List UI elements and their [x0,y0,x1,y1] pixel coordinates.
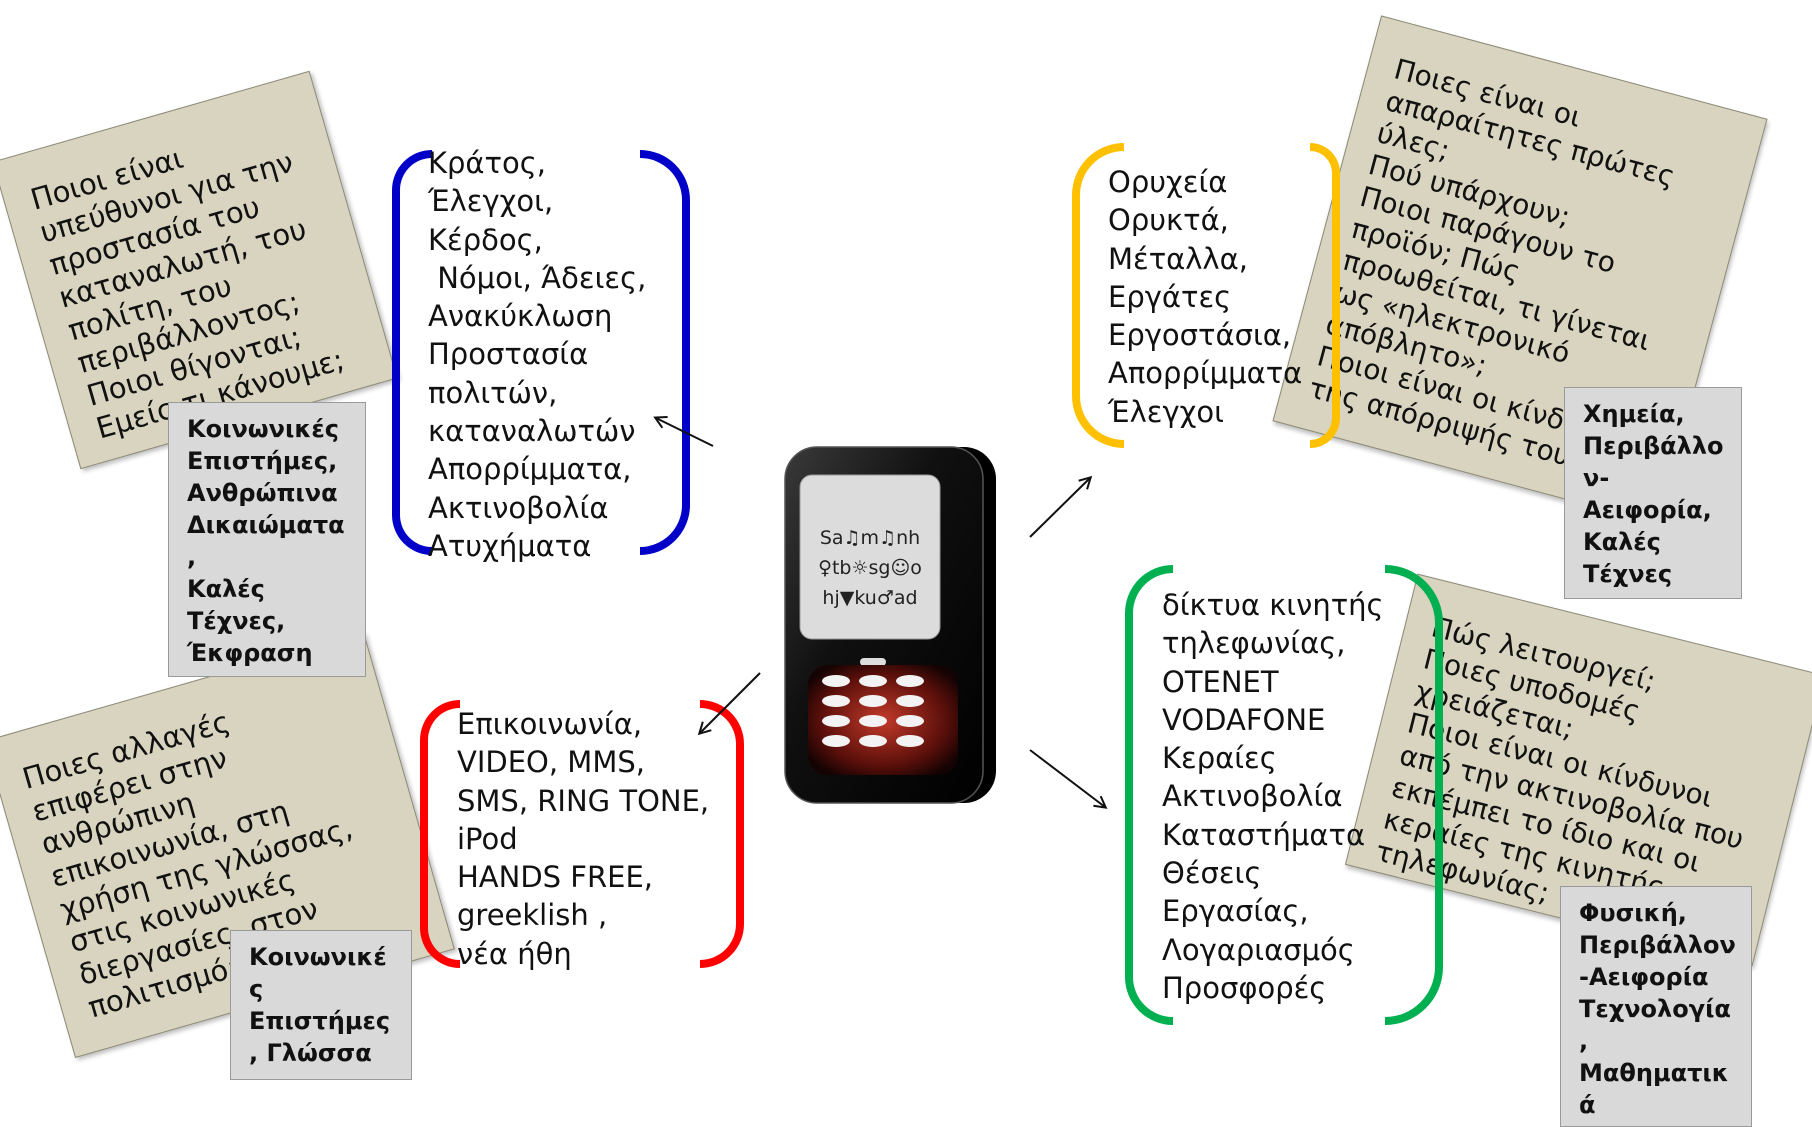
phone-screen-text: ♀tb☼sg☺o [818,557,922,579]
list-item: Προσφορές [1162,970,1327,1005]
list-item: Επικοινωνία, [457,707,643,741]
list-item: Ανακύκλωση [428,299,613,334]
list-item: καταναλωτών [428,414,636,449]
list-item: Ορυκτά, [1108,203,1229,238]
tag-line: ς [249,975,264,1003]
subject-tag-bottom-left: Κοινωνικέ ς Επιστήμες , Γλώσσα [230,930,412,1080]
tag-line: Αειφορία, [1583,496,1712,524]
list-item: Απορρίμματα [1108,356,1303,391]
tag-line: , [1579,1027,1589,1055]
arrow-to-yellow [1029,478,1090,538]
tag-line: ά [1579,1091,1596,1119]
tag-line: -Αειφορία [1579,963,1709,991]
mobile-phone: Sa♫m♫nh ♀tb☼sg☺o hj▼ku♂ad [784,446,996,804]
subject-tag-top-right: Χημεία, Περιβάλλο ν- Αειφορία, Καλές Τέχ… [1564,387,1742,599]
list-item: SMS, RING TONE, [457,783,710,818]
list-item: VIDEO, MMS, [457,745,645,780]
list-item: VODAFONE [1162,702,1326,737]
list-item: Θέσεις [1162,856,1262,891]
tag-line: Φυσική, [1579,899,1687,927]
list-item: Εργάτες [1108,279,1232,314]
list-item: δίκτυα κινητής [1162,588,1384,622]
tag-line: ν- [1583,464,1610,492]
arrow-to-blue [656,418,714,447]
list-item: νέα ήθη [457,936,572,971]
phone-screen-text: hj▼ku♂ad [822,587,917,609]
list-item: OTENET [1162,664,1279,699]
list-red-topic: Επικοινωνία, VIDEO, MMS, SMS, RING TONE,… [457,705,709,973]
tag-line: Κοινωνικές [187,415,339,443]
list-item: Κεραίες [1162,741,1277,776]
list-item: Ατυχήματα [428,528,592,563]
list-item: greeklish , [457,898,608,933]
list-item: Κράτος, [428,146,546,180]
tag-line: Κοινωνικέ [249,943,387,971]
tag-line: Ανθρώπινα [187,479,338,507]
phone-keypad [822,675,924,747]
tag-line: Περιβάλλο [1583,432,1724,460]
phone-screen [799,474,941,640]
list-item: Νόμοι, Άδειες, [428,260,647,295]
list-item: Εργασίας, [1162,894,1309,929]
tag-line: Χημεία, [1583,400,1685,428]
list-item: Μέταλλα, [1108,241,1248,276]
list-item: τηλεφωνίας, [1162,626,1346,661]
tag-line: Καλές [187,575,265,603]
arrow-to-red [700,672,761,733]
list-item: πολιτών, [428,375,558,410]
tag-line: Δικαιώματα [187,511,345,539]
list-item: Λογαριασμός [1162,932,1355,967]
list-item: Κέρδος, [428,222,543,257]
subject-tag-bottom-right: Φυσική, Περιβάλλον -Αειφορία Τεχνολογία … [1560,886,1752,1127]
tag-line: Καλές [1583,528,1661,556]
list-item: Καταστήματα [1162,817,1366,852]
subject-tag-top-left: Κοινωνικές Επιστήμες, Ανθρώπινα Δικαιώμα… [168,402,366,677]
tag-line: Μαθηματικ [1579,1059,1729,1087]
tag-line: Επιστήμες, [187,447,338,475]
list-item: Ακτινοβολία [1162,779,1343,814]
tag-line: , Γλώσσα [249,1039,372,1067]
tag-line: Έκφραση [187,639,313,667]
tag-line: Τεχνολογία [1579,995,1731,1023]
tag-line: , [187,543,197,571]
tag-line: Τέχνες [1583,560,1673,588]
list-item: Έλεγχοι [1108,394,1224,429]
list-item: Έλεγχοι, [428,184,554,219]
list-green-topic: δίκτυα κινητής τηλεφωνίας, OTENET VODAFO… [1162,586,1384,1007]
list-item: Απορρίμματα, [428,452,632,487]
list-item: Ακτινοβολία [428,490,609,525]
list-item: Ορυχεία [1108,165,1228,199]
list-item: Προστασία [428,337,589,372]
list-blue-topic: Κράτος, Έλεγχοι, Κέρδος, Νόμοι, Άδειες, … [428,144,646,565]
list-item: iPod [457,821,518,856]
tag-line: Τέχνες, [187,607,286,635]
list-item: Εργοστάσια, [1108,318,1292,353]
arrow-to-green [1029,749,1105,807]
tag-line: Περιβάλλον [1579,931,1736,959]
phone-screen-text: Sa♫m♫nh [820,527,920,549]
tag-line: Επιστήμες [249,1007,391,1035]
list-item: HANDS FREE, [457,860,653,895]
list-yellow-topic: Ορυχεία Ορυκτά, Μέταλλα, Εργάτες Εργοστά… [1108,163,1302,431]
